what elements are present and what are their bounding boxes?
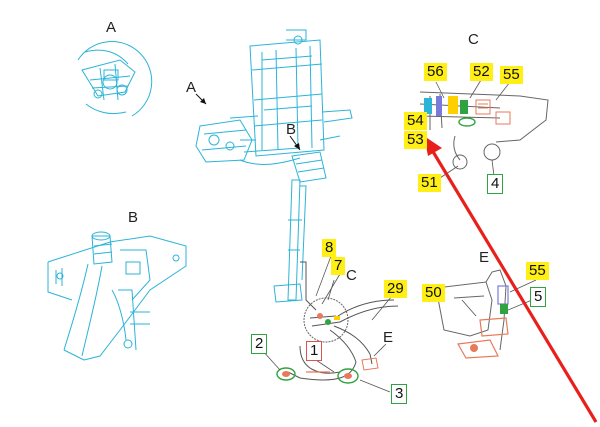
pointer-c-label: C: [346, 267, 357, 284]
detail-view-e: [435, 269, 507, 351]
detail-c-fittings: [424, 96, 511, 127]
highlight-arrow: [424, 136, 598, 423]
callout-1: 1: [306, 341, 323, 361]
hose-fittings: [276, 313, 379, 384]
callout-2: 2: [251, 334, 268, 354]
callout-56: 56: [424, 63, 447, 81]
main-assembly: [195, 29, 353, 303]
pointer-e-label: E: [383, 329, 393, 346]
detail-c-title: C: [468, 31, 479, 48]
detail-b-title: B: [128, 209, 138, 226]
callout-29: 29: [384, 280, 407, 298]
detail-view-b: [47, 231, 187, 361]
hose-assembly: [287, 261, 399, 381]
detail-e-fittings: [457, 285, 509, 359]
callout-5: 5: [530, 287, 547, 307]
detail-a-title: A: [106, 19, 116, 36]
pointer-b-label: B: [286, 121, 296, 138]
callout-51: 51: [418, 174, 441, 192]
callout-52: 52: [470, 63, 493, 81]
callout-54: 54: [404, 112, 427, 130]
callout-50: 50: [422, 284, 445, 302]
callout-8: 8: [322, 239, 337, 257]
callout-7: 7: [331, 257, 346, 275]
leader-lines-lower: [261, 255, 393, 393]
pointer-arrows: [195, 93, 301, 151]
pointer-a-label: A: [186, 79, 196, 96]
detail-e-title: E: [479, 249, 489, 266]
leader-lines-c: [435, 79, 511, 179]
detail-view-a: [77, 41, 153, 117]
callout-53: 53: [404, 131, 427, 149]
leader-lines-e: [461, 279, 537, 317]
callout-55-c: 55: [500, 66, 523, 84]
callout-4: 4: [487, 174, 504, 194]
callout-55-e: 55: [526, 262, 549, 280]
callout-3: 3: [391, 384, 408, 404]
